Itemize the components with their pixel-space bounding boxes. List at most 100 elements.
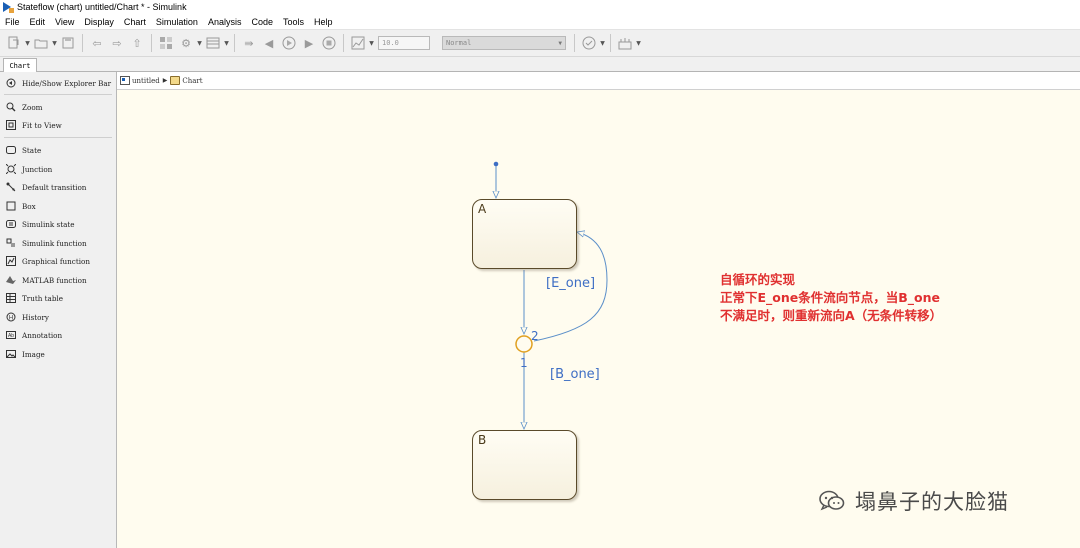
fit-to-view-icon bbox=[6, 120, 16, 130]
palette-matlab-function[interactable]: MATLAB function bbox=[6, 274, 87, 286]
palette-zoom[interactable]: Zoom bbox=[6, 101, 42, 113]
open-dropdown-icon[interactable]: ▼ bbox=[52, 39, 57, 47]
stop-icon[interactable] bbox=[321, 35, 337, 51]
new-model-dropdown-icon[interactable]: ▼ bbox=[25, 39, 30, 47]
palette-item-label: Hide/Show Explorer Bar bbox=[22, 78, 112, 88]
explorer-bar-icon bbox=[6, 78, 16, 88]
save-icon[interactable] bbox=[60, 35, 76, 51]
run-play-icon[interactable] bbox=[281, 35, 297, 51]
step-forward-icon[interactable]: ▶ bbox=[304, 36, 314, 50]
forward-arrow-icon[interactable]: ⇨ bbox=[112, 36, 122, 50]
execution-order-1: 1 bbox=[520, 356, 528, 370]
condition-e-one-label[interactable]: [E_one] bbox=[546, 276, 596, 291]
state-a[interactable]: A bbox=[472, 199, 577, 269]
data-inspector-icon[interactable] bbox=[350, 35, 366, 51]
toolbar-separator bbox=[151, 34, 152, 52]
palette-default-transition[interactable]: Default transition bbox=[6, 181, 86, 193]
zoom-icon bbox=[6, 102, 16, 112]
menu-chart[interactable]: Chart bbox=[123, 16, 146, 27]
back-arrow-icon[interactable]: ⇦ bbox=[92, 36, 102, 50]
default-transition-icon bbox=[6, 182, 16, 192]
simulink-state-icon bbox=[6, 219, 16, 229]
palette-fit-to-view[interactable]: Fit to View bbox=[6, 119, 62, 131]
model-advisor-icon[interactable] bbox=[581, 35, 597, 51]
tab-chart[interactable]: Chart bbox=[3, 58, 37, 72]
simulation-mode-value: Normal bbox=[446, 39, 472, 47]
state-icon bbox=[6, 145, 16, 155]
menu-help[interactable]: Help bbox=[314, 16, 333, 27]
palette-state[interactable]: State bbox=[6, 144, 41, 156]
chart-canvas[interactable]: A B [E_one] [B_one] 2 1 自循环的实现 正常下E_one条… bbox=[117, 90, 1080, 548]
connective-junction[interactable] bbox=[515, 335, 533, 353]
default-transition-dot[interactable] bbox=[493, 161, 499, 167]
chevron-down-icon: ▼ bbox=[558, 39, 562, 47]
menu-analysis[interactable]: Analysis bbox=[207, 16, 242, 27]
menu-file[interactable]: File bbox=[5, 16, 20, 27]
menu-code[interactable]: Code bbox=[251, 16, 273, 27]
palette-junction[interactable]: Junction bbox=[6, 163, 52, 175]
palette-truth-table[interactable]: Truth table bbox=[6, 292, 63, 304]
window-title: Stateflow (chart) untitled/Chart * - Sim… bbox=[17, 2, 187, 12]
transition-junction-to-a[interactable] bbox=[533, 232, 608, 342]
chevron-right-icon: ▶ bbox=[162, 77, 168, 84]
palette-graphical-function[interactable]: Graphical function bbox=[6, 255, 90, 267]
breadcrumb-model[interactable]: untitled bbox=[132, 76, 160, 85]
palette-item-label: State bbox=[22, 145, 42, 155]
model-settings-gear-icon[interactable]: ⚙ bbox=[181, 36, 191, 50]
stop-time-input[interactable]: 10.0 bbox=[378, 36, 430, 50]
palette-item-label: Truth table bbox=[22, 293, 63, 303]
menu-view[interactable]: View bbox=[55, 16, 75, 27]
simulation-mode-select[interactable]: Normal ▼ bbox=[442, 36, 566, 50]
matlab-function-icon bbox=[6, 275, 16, 285]
palette-hide-show-explorer-bar[interactable]: Hide/Show Explorer Bar bbox=[6, 77, 111, 89]
simulink-function-icon bbox=[6, 238, 16, 248]
annotation-line: 不满足时，则重新流向A（无条件转移） bbox=[720, 308, 943, 323]
model-icon bbox=[120, 76, 130, 85]
chart-annotation[interactable]: 自循环的实现 正常下E_one条件流向节点，当B_one 不满足时，则重新流向A… bbox=[720, 271, 942, 325]
toolbar-separator bbox=[343, 34, 344, 52]
annotation-line: 正常下E_one条件流向节点，当B_one bbox=[720, 290, 940, 305]
graphical-function-icon bbox=[6, 256, 16, 266]
annotation-line: 自循环的实现 bbox=[720, 272, 796, 287]
up-arrow-icon[interactable]: ⇧ bbox=[132, 36, 142, 50]
menu-tools[interactable]: Tools bbox=[282, 16, 304, 27]
palette-image[interactable]: Image bbox=[6, 348, 45, 360]
explorer-dropdown-icon[interactable]: ▼ bbox=[224, 39, 229, 47]
data-inspector-dropdown-icon[interactable]: ▼ bbox=[369, 39, 374, 47]
palette-divider bbox=[4, 137, 112, 138]
transition-layer bbox=[117, 161, 608, 548]
breadcrumb-chart[interactable]: Chart bbox=[182, 76, 203, 85]
toolbar-separator bbox=[82, 34, 83, 52]
palette-annotation[interactable]: Ab Annotation bbox=[6, 329, 62, 341]
new-model-icon[interactable] bbox=[6, 35, 22, 51]
open-folder-icon[interactable] bbox=[33, 35, 49, 51]
build-icon[interactable] bbox=[617, 35, 633, 51]
watermark-text: 塌鼻子的大脸猫 bbox=[855, 490, 1009, 514]
advisor-dropdown-icon[interactable]: ▼ bbox=[600, 39, 605, 47]
svg-text:Ab: Ab bbox=[8, 333, 14, 339]
step-back-icon[interactable]: ◀ bbox=[264, 36, 274, 50]
palette-history[interactable]: H History bbox=[6, 311, 49, 323]
object-palette: Hide/Show Explorer Bar Zoom Fit to View … bbox=[0, 72, 117, 548]
wechat-icon bbox=[819, 490, 845, 512]
palette-item-label: Default transition bbox=[22, 182, 87, 192]
palette-item-label: Box bbox=[22, 201, 36, 211]
state-a-label: A bbox=[478, 202, 487, 216]
svg-text:H: H bbox=[9, 316, 13, 322]
annotation-icon: Ab bbox=[6, 330, 16, 340]
model-explorer-icon[interactable] bbox=[205, 35, 221, 51]
menu-display[interactable]: Display bbox=[84, 16, 114, 27]
palette-simulink-function[interactable]: Simulink function bbox=[6, 237, 87, 249]
state-b[interactable]: B bbox=[472, 430, 577, 500]
condition-b-one-label[interactable]: [B_one] bbox=[550, 367, 600, 382]
library-browser-icon[interactable] bbox=[158, 35, 174, 51]
menu-simulation[interactable]: Simulation bbox=[155, 16, 198, 27]
settings-dropdown-icon[interactable]: ▼ bbox=[197, 39, 202, 47]
palette-simulink-state[interactable]: Simulink state bbox=[6, 218, 75, 230]
menu-edit[interactable]: Edit bbox=[29, 16, 46, 27]
palette-item-label: Junction bbox=[22, 164, 53, 174]
build-dropdown-icon[interactable]: ▼ bbox=[636, 39, 641, 47]
palette-box[interactable]: Box bbox=[6, 200, 36, 212]
toolbar-separator bbox=[234, 34, 235, 52]
step-config-icon[interactable]: ⇛ bbox=[244, 36, 254, 50]
